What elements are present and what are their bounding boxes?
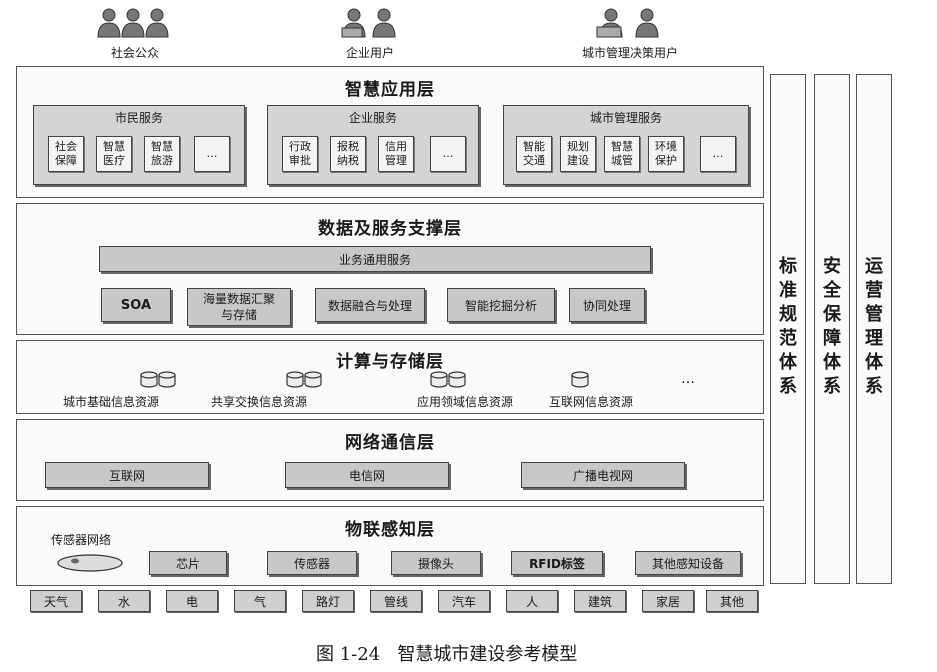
more-item: … (194, 136, 230, 172)
network-box: 电信网 (285, 462, 449, 488)
user-label-manager: 城市管理决策用户 (581, 46, 678, 60)
database-icon (570, 370, 592, 390)
operations-system-column: 运 营 管 理 体 系 (856, 74, 892, 584)
service-item: 智慧 医疗 (96, 136, 132, 172)
people-icon (95, 6, 175, 38)
user-label-business: 企业用户 (345, 46, 394, 60)
device-box: 传感器 (267, 551, 357, 575)
service-item: 信用 管理 (378, 136, 414, 172)
users-row: 社会公众 企业用户 城市管理决策用户 (0, 0, 760, 66)
layer-title: 网络通信层 (345, 433, 435, 453)
data-layer: 数据及服务支撑层 业务通用服务 SOA 海量数据汇聚 与存储 数据融合与处理 智… (16, 203, 764, 335)
ground-item: 汽车 (438, 590, 490, 612)
module-box: 智能挖掘分析 (447, 288, 555, 322)
ground-item: 电 (166, 590, 218, 612)
device-box: 其他感知设备 (635, 551, 741, 575)
database-icon (139, 370, 179, 390)
service-item: 智慧 城管 (604, 136, 640, 172)
group-citizen-services: 市民服务 社会 保障 智慧 医疗 智慧 旅游 … (33, 105, 245, 185)
ground-item: 水 (98, 590, 150, 612)
app-layer: 智慧应用层 市民服务 社会 保障 智慧 医疗 智慧 旅游 … 企业服务 行政 审… (16, 66, 764, 198)
more-item: … (700, 136, 736, 172)
layer-title: 智慧应用层 (345, 80, 435, 100)
resource-label: 共享交换信息资源 (211, 395, 308, 409)
device-box: RFID标签 (511, 551, 603, 575)
ground-items-row: 天气 水 电 气 路灯 管线 汽车 人 建筑 家居 其他 (30, 588, 760, 614)
side-system-label: 运 营 管 理 体 系 (865, 256, 883, 397)
module-box: SOA (101, 288, 171, 322)
security-system-column: 安 全 保 障 体 系 (814, 74, 850, 584)
network-layer: 网络通信层 互联网 电信网 广播电视网 (16, 419, 764, 501)
service-item: 规划 建设 (560, 136, 596, 172)
network-box: 互联网 (45, 462, 209, 488)
group-title: 企业服务 (348, 111, 397, 125)
ground-item: 管线 (370, 590, 422, 612)
standards-system-column: 标 准 规 范 体 系 (770, 74, 806, 584)
group-city-management-services: 城市管理服务 智能 交通 规划 建设 智慧 城管 环境 保护 … (503, 105, 749, 185)
resource-label: 互联网信息资源 (549, 395, 634, 409)
service-item: 行政 审批 (282, 136, 318, 172)
figure-caption: 图 1-24 智慧城市建设参考模型 (316, 644, 578, 665)
ground-item: 天气 (30, 590, 82, 612)
ground-item: 建筑 (574, 590, 626, 612)
layer-title: 计算与存储层 (336, 352, 444, 372)
service-item: 智慧 旅游 (144, 136, 180, 172)
side-system-label: 安 全 保 障 体 系 (823, 256, 841, 397)
more-item: … (430, 136, 466, 172)
module-box: 协同处理 (569, 288, 645, 322)
layer-title: 数据及服务支撑层 (318, 219, 462, 239)
resource-label: 应用领域信息资源 (417, 395, 514, 409)
ground-item: 人 (506, 590, 558, 612)
resource-label: 城市基础信息资源 (63, 395, 160, 409)
database-icon (429, 370, 469, 390)
group-title: 城市管理服务 (589, 111, 662, 125)
iot-layer: 物联感知层 传感器网络 芯片 传感器 摄像头 RFID标签 其他感知设备 (16, 506, 764, 586)
business-user-icon (340, 6, 400, 38)
ground-item: 其他 (706, 590, 758, 612)
user-label-public: 社会公众 (110, 46, 159, 60)
group-title: 市民服务 (114, 111, 163, 125)
service-item: 智能 交通 (516, 136, 552, 172)
ground-item: 家居 (642, 590, 694, 612)
service-item: 社会 保障 (48, 136, 84, 172)
sensor-network-label: 传感器网络 (51, 533, 112, 547)
ground-item: 路灯 (302, 590, 354, 612)
device-box: 芯片 (149, 551, 227, 575)
common-service-bar: 业务通用服务 (99, 246, 651, 272)
service-item: 报税 纳税 (330, 136, 366, 172)
database-icon (285, 370, 325, 390)
sensor-network-icon (55, 551, 125, 575)
module-box: 数据融合与处理 (315, 288, 425, 322)
service-item: 环境 保护 (648, 136, 684, 172)
module-box: 海量数据汇聚 与存储 (187, 288, 291, 326)
more-ellipsis: … (681, 371, 695, 387)
side-system-label: 标 准 规 范 体 系 (779, 256, 797, 397)
compute-layer: 计算与存储层 城市基础信息资源 共享交换信息资源 应用领域信息资源 互联网信息资… (16, 340, 764, 414)
device-box: 摄像头 (391, 551, 481, 575)
group-enterprise-services: 企业服务 行政 审批 报税 纳税 信用 管理 … (267, 105, 479, 185)
manager-user-icon (595, 6, 665, 38)
layer-title: 物联感知层 (345, 520, 435, 540)
ground-item: 气 (234, 590, 286, 612)
network-box: 广播电视网 (521, 462, 685, 488)
